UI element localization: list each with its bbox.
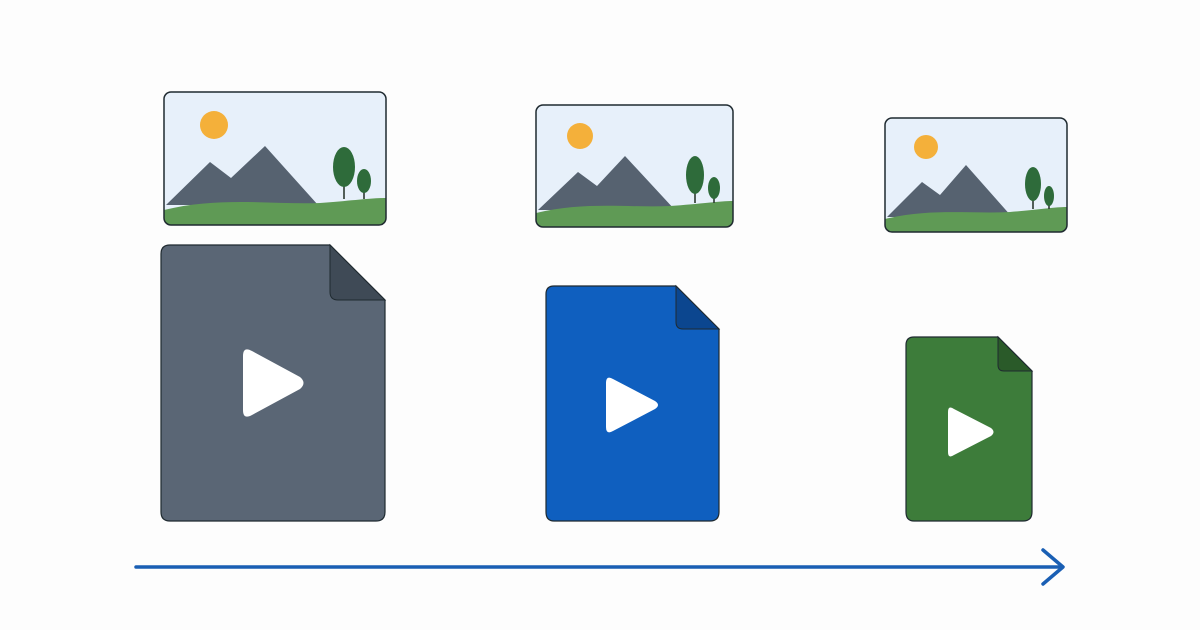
ground-shape: [536, 201, 733, 227]
sun-shape: [567, 123, 593, 149]
ground-shape: [164, 198, 386, 225]
arrow-right-icon: [134, 548, 1065, 586]
landscape-image-icon: [163, 91, 387, 226]
sun-shape: [914, 135, 938, 159]
landscape-image-icon: [884, 117, 1068, 233]
play-icon: [948, 407, 994, 457]
tree-shape: [708, 177, 720, 203]
sun-shape: [200, 111, 228, 139]
play-icon: [243, 349, 304, 417]
column-small: [884, 117, 1068, 522]
file-fold: [329, 243, 387, 301]
tree-shape: [686, 156, 704, 203]
mountain-shape: [166, 146, 318, 205]
tree-shape: [1044, 186, 1054, 209]
play-icon: [606, 377, 658, 433]
column-large: [160, 91, 387, 522]
file-fold: [997, 335, 1034, 372]
landscape-image-icon: [535, 104, 734, 228]
column-medium: [535, 104, 734, 522]
mountain-shape: [538, 156, 675, 210]
tree-shape: [1025, 167, 1041, 209]
tree-shape: [357, 169, 371, 199]
ground-shape: [885, 207, 1067, 232]
video-file-icon: [545, 284, 721, 522]
mountain-shape: [887, 165, 1012, 217]
video-file-icon: [905, 335, 1034, 522]
tree-shape: [333, 147, 355, 199]
video-file-icon: [160, 243, 387, 522]
file-fold: [675, 284, 721, 330]
